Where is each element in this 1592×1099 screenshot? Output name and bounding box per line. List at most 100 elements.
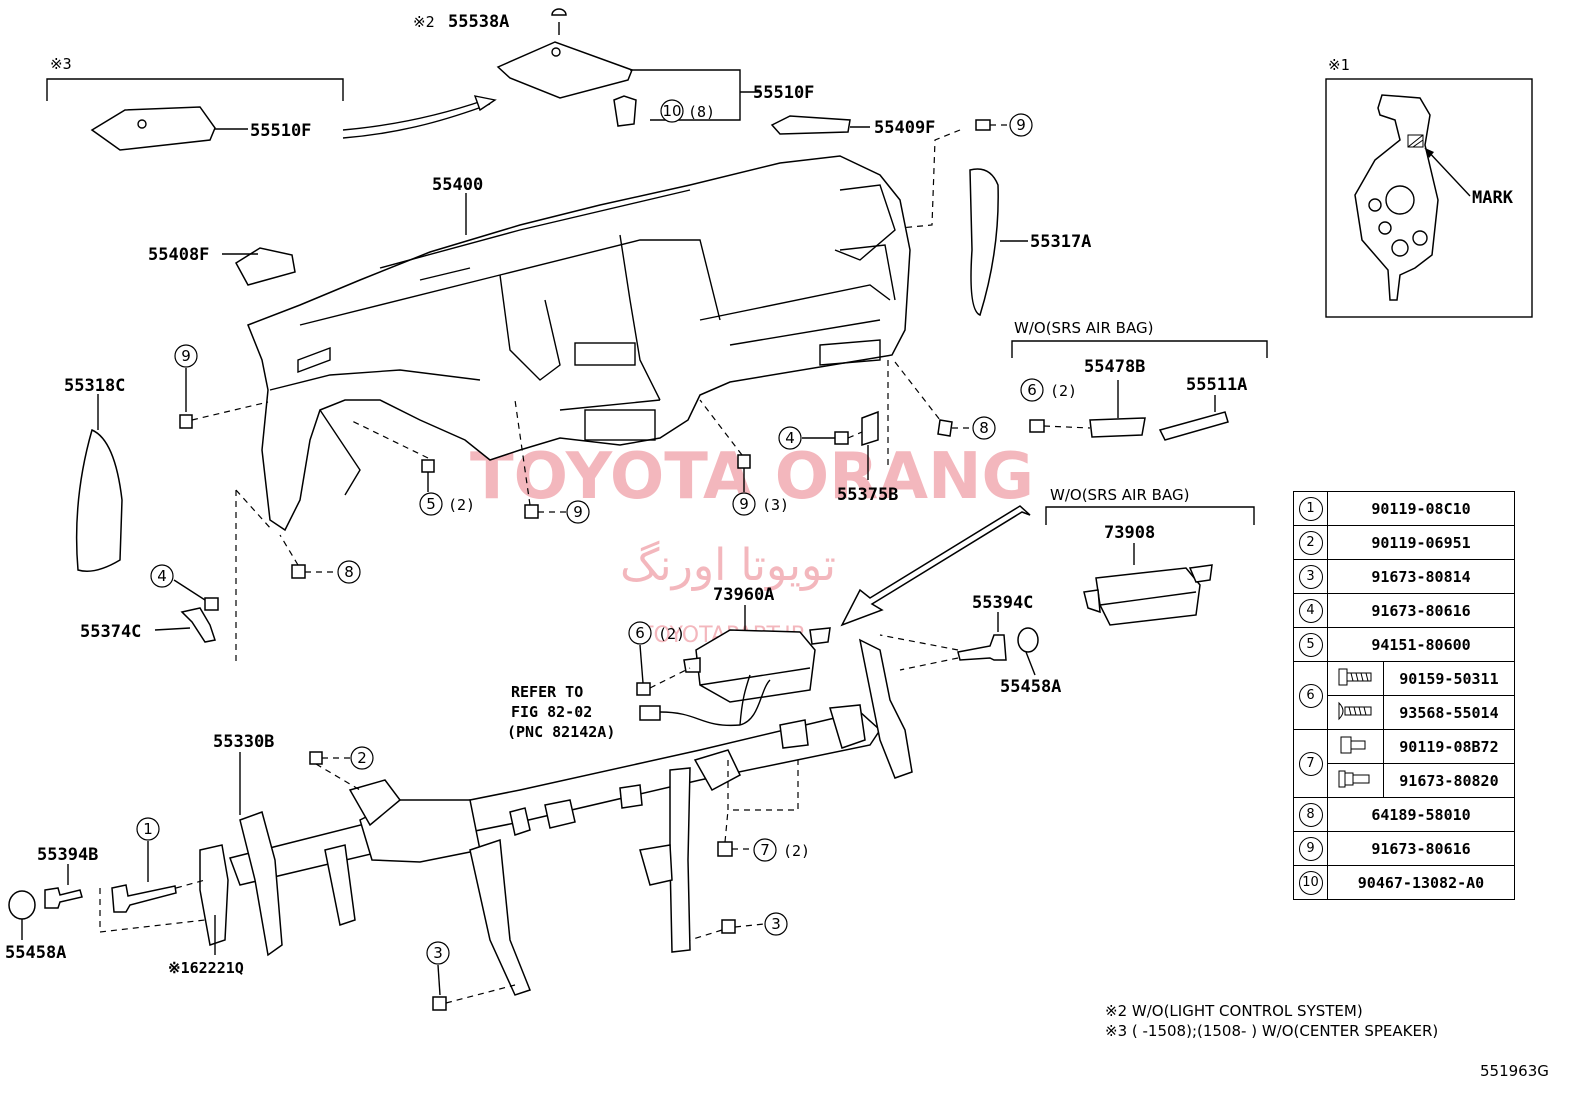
label-55510F-right: 55510F <box>753 83 814 103</box>
label-55400: 55400 <box>432 175 483 195</box>
svg-text:7: 7 <box>760 841 770 859</box>
svg-text:3: 3 <box>771 915 781 933</box>
label-55317A: 55317A <box>1030 232 1091 252</box>
label-55458A-left: 55458A <box>5 943 66 963</box>
legend-num: 7 <box>1298 751 1323 776</box>
svg-text:3: 3 <box>433 944 443 962</box>
legend-part: 90159-50311 <box>1382 661 1516 696</box>
part-55317A <box>969 168 999 317</box>
refer-2: FIG 82-02 <box>511 703 592 721</box>
qty-6a: (2) <box>1050 382 1077 400</box>
svg-text:9: 9 <box>739 495 749 513</box>
label-73960A: 73960A <box>713 585 774 605</box>
part-55375B <box>861 410 879 447</box>
arrow-curve <box>342 99 486 131</box>
label-mark: MARK <box>1472 188 1514 208</box>
svg-text:2: 2 <box>357 749 367 767</box>
legend-part: 64189-58010 <box>1327 797 1515 832</box>
legend-part: 90467-13082-A0 <box>1327 865 1515 900</box>
speaker-cover-left <box>46 78 344 151</box>
label-55458A-right: 55458A <box>1000 677 1061 697</box>
label-55375B: 55375B <box>837 485 898 505</box>
svg-text:9: 9 <box>1016 116 1026 134</box>
svg-text:4: 4 <box>157 567 167 585</box>
label-55510F-left: 55510F <box>250 121 311 141</box>
legend-row: 9 91673-80616 <box>1293 831 1515 866</box>
legend-part: 91673-80616 <box>1327 593 1515 628</box>
footnote-3: ※3 ( -1508);(1508- ) W/O(CENTER SPEAKER) <box>1105 1022 1438 1040</box>
label-55318C: 55318C <box>64 376 125 396</box>
watermark: TOYOTA ORANG تویوتا اورنگ TOYOTAPART.IR <box>470 440 1034 648</box>
legend-row: 10 90467-13082-A0 <box>1293 865 1515 900</box>
legend-num: 1 <box>1298 496 1323 521</box>
legend-part: 91673-80814 <box>1327 559 1515 594</box>
part-73960A <box>695 629 816 703</box>
screw-round-icon <box>1327 695 1384 730</box>
part-55374C <box>180 607 216 643</box>
svg-text:6: 6 <box>1027 381 1037 399</box>
label-55478B: 55478B <box>1084 357 1145 377</box>
label-55374C: 55374C <box>80 622 141 642</box>
legend-part: 94151-80600 <box>1327 627 1515 662</box>
svg-text:6: 6 <box>635 624 645 642</box>
wo-srs-1: W/O(SRS AIR BAG) <box>1014 319 1153 337</box>
instrument-panel-55400 <box>247 155 911 532</box>
label-55394B: 55394B <box>37 845 98 865</box>
svg-text:8: 8 <box>979 419 989 437</box>
legend-part: 90119-08C10 <box>1327 491 1515 526</box>
label-55409F: 55409F <box>874 118 935 138</box>
legend-part: 90119-08B72 <box>1382 729 1516 764</box>
speaker-cover-right <box>496 8 760 127</box>
screw-icon <box>1327 661 1384 696</box>
legend-num: 4 <box>1298 598 1323 623</box>
legend-row: 7 90119-08B72 <box>1293 729 1516 798</box>
part-73908 <box>1095 567 1201 626</box>
svg-text:9: 9 <box>181 347 191 365</box>
label-73908: 73908 <box>1104 523 1155 543</box>
legend-num: 9 <box>1298 836 1323 861</box>
bolt-flange-icon <box>1327 763 1384 798</box>
part-55394C <box>957 634 1007 661</box>
label-55394C: 55394C <box>972 593 1033 613</box>
legend-row: 3 91673-80814 <box>1293 559 1515 594</box>
legend-part: 91673-80616 <box>1327 831 1515 866</box>
qty-6b: (2) <box>658 625 685 643</box>
inset-box-1 <box>1325 78 1533 318</box>
legend-num: 3 <box>1298 564 1323 589</box>
watermark-line2: تویوتا اورنگ <box>620 540 836 591</box>
legend-part: 93568-55014 <box>1382 695 1516 730</box>
legend-row: 93568-55014 <box>1294 695 1516 730</box>
svg-text:10: 10 <box>662 102 681 120</box>
footnote-2: ※2 W/O(LIGHT CONTROL SYSTEM) <box>1105 1002 1363 1020</box>
part-55409F <box>770 115 851 135</box>
legend-num: 8 <box>1298 802 1323 827</box>
label-55408F: 55408F <box>148 245 209 265</box>
legend-row: 5 94151-80600 <box>1293 627 1515 662</box>
svg-text:1: 1 <box>143 820 153 838</box>
svg-text:9: 9 <box>573 503 583 521</box>
note2-top: ※2 <box>413 13 435 31</box>
legend-num: 5 <box>1298 632 1323 657</box>
label-55330B: 55330B <box>213 732 274 752</box>
refer-3: (PNC 82142A) <box>507 723 615 741</box>
bolt-icon <box>1327 729 1384 764</box>
part-55318C <box>75 428 123 572</box>
legend-part: 90119-06951 <box>1327 525 1515 560</box>
label-162221Q: ※162221Q <box>168 959 244 977</box>
note3-mark: ※3 <box>50 55 72 73</box>
wo-srs-2: W/O(SRS AIR BAG) <box>1050 486 1189 504</box>
svg-text:4: 4 <box>785 429 795 447</box>
legend-row: 6 90159-50311 <box>1293 661 1516 730</box>
big-arrow <box>840 505 1031 627</box>
svg-text:8: 8 <box>344 563 354 581</box>
part-55458A-right <box>1017 627 1039 653</box>
part-55394B <box>44 887 83 909</box>
legend-row: 1 90119-08C10 <box>1293 491 1515 526</box>
legend-row: 8 64189-58010 <box>1293 797 1515 832</box>
steering-support-beam <box>199 638 913 996</box>
qty-9: (3) <box>762 496 789 514</box>
legend-num: 2 <box>1298 530 1323 555</box>
qty-7: (2) <box>783 842 810 860</box>
refer-1: REFER TO <box>511 683 583 701</box>
